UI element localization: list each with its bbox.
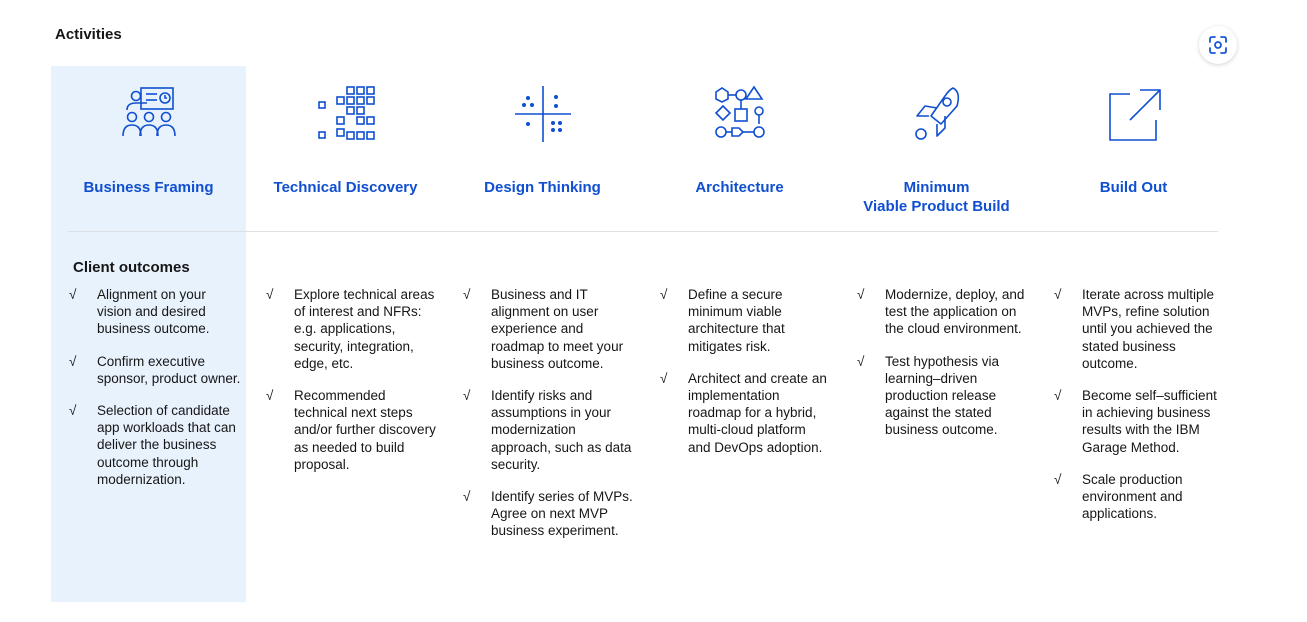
visual-search-button[interactable]	[1199, 26, 1237, 64]
activity-column-mvp-build: Minimum Viable Product Build	[839, 66, 1034, 602]
column-title: Business Framing	[83, 179, 214, 196]
column-title: Minimum Viable Product Build	[863, 179, 1010, 215]
outcomes-list-build-out: √Iterate across multiple MVPs, refine so…	[1054, 286, 1226, 537]
outcomes-list-design-thinking: √Business and IT alignment on user exper…	[463, 286, 635, 555]
check-mark-icon: √	[1054, 471, 1062, 487]
activity-column-build-out: Build Out	[1036, 66, 1231, 602]
check-mark-icon: √	[69, 403, 77, 419]
list-item: √Define a secure minimum viable architec…	[660, 287, 785, 354]
list-item: √Test hypothesis via learning–driven pro…	[857, 353, 1000, 438]
scan-icon	[1209, 36, 1227, 54]
check-mark-icon: √	[463, 489, 471, 505]
list-item: √Business and IT alignment on user exper…	[463, 287, 624, 371]
check-mark-icon: √	[857, 287, 865, 302]
list-item: √Become self–sufficient in achieving bus…	[1054, 388, 1217, 455]
activity-column-business-framing: Business Framing	[51, 66, 246, 602]
list-item: √Architect and create an implementation …	[660, 370, 827, 455]
outcomes-list-business-framing: √Alignment on your vision and desired bu…	[69, 286, 241, 503]
list-item: √Scale production environment and applic…	[1054, 471, 1183, 522]
list-item: √Identify risks and assumptions in your …	[463, 388, 632, 472]
client-outcomes-heading: Client outcomes	[73, 259, 190, 276]
list-item: √Selection of candidate app workloads th…	[69, 403, 236, 487]
highlighted-column-background	[51, 66, 246, 602]
list-item: √Identify series of MVPs. Agree on next …	[463, 489, 633, 539]
activity-column-architecture: Architecture	[642, 66, 837, 602]
check-mark-icon: √	[660, 287, 668, 302]
list-item: √Explore technical areas of interest and…	[266, 287, 435, 371]
check-mark-icon: √	[463, 287, 471, 302]
check-mark-icon: √	[69, 353, 77, 369]
activity-column-design-thinking: Design Thinking	[445, 66, 640, 602]
presentation-group-icon	[119, 84, 179, 144]
check-mark-icon: √	[1054, 388, 1062, 404]
outcomes-list-technical-discovery: √Explore technical areas of interest and…	[266, 286, 438, 488]
column-title: Design Thinking	[484, 179, 601, 196]
check-mark-icon: √	[1054, 287, 1062, 302]
list-item: √Recommended technical next steps and/or…	[266, 388, 436, 472]
list-item: √Confirm executive sponsor, product owne…	[69, 353, 241, 386]
pixel-grid-icon	[316, 84, 376, 144]
check-mark-icon: √	[660, 370, 668, 386]
check-mark-icon: √	[463, 388, 471, 404]
activity-column-technical-discovery: Technical Discovery	[248, 66, 443, 602]
check-mark-icon: √	[266, 287, 274, 302]
shapes-flow-icon	[710, 84, 770, 144]
quadrant-dots-icon	[513, 84, 573, 144]
column-title: Architecture	[695, 179, 784, 196]
list-item: √Iterate across multiple MVPs, refine so…	[1054, 287, 1215, 371]
rocket-icon	[907, 84, 967, 144]
check-mark-icon: √	[857, 353, 865, 369]
launch-arrow-icon	[1104, 84, 1164, 144]
page-title: Activities	[55, 26, 122, 43]
outcomes-list-architecture: √Define a secure minimum viable architec…	[660, 286, 832, 471]
section-divider	[68, 231, 1218, 232]
outcomes-list-mvp-build: √Modernize, deploy, and test the applica…	[857, 286, 1029, 454]
list-item: √Alignment on your vision and desired bu…	[69, 287, 210, 337]
column-title: Build Out	[1099, 179, 1168, 196]
column-title: Technical Discovery	[273, 179, 418, 196]
check-mark-icon: √	[69, 287, 77, 302]
list-item: √Modernize, deploy, and test the applica…	[857, 287, 1025, 337]
check-mark-icon: √	[266, 388, 274, 404]
